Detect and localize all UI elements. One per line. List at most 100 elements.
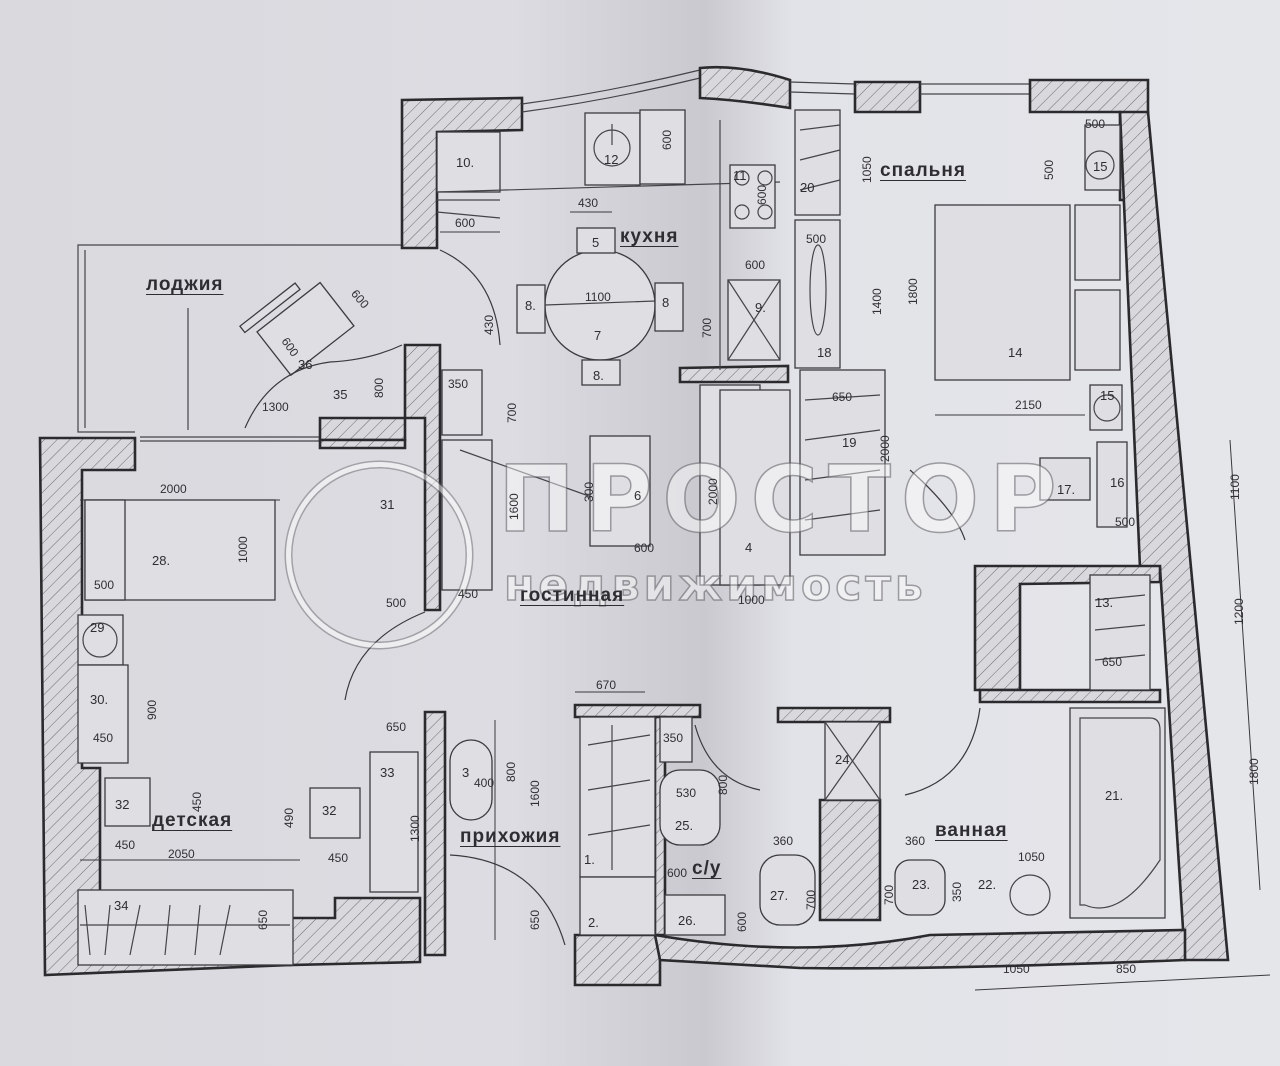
dimension-label: 1200 — [1232, 598, 1246, 625]
dimension-label: 600 — [755, 184, 769, 205]
item-number: 28. — [152, 553, 171, 568]
dimension-label: 1400 — [870, 288, 884, 315]
dimension-label: 2000 — [878, 435, 892, 462]
dimension-label: 1000 — [738, 593, 765, 607]
watermark-main-text: ПРОСТОР — [497, 445, 1067, 554]
loggia-furniture — [239, 281, 403, 429]
room-label-kids-room: детская — [152, 810, 233, 831]
dimension-label: 500 — [1115, 515, 1136, 529]
item-number: 35 — [333, 387, 348, 402]
item-number: 12 — [604, 152, 619, 167]
dimension-label: 650 — [1102, 655, 1123, 669]
dimension-label: 500 — [386, 596, 407, 610]
dimension-label: 650 — [256, 909, 270, 930]
item-number: 36 — [298, 357, 313, 372]
room-label-loggia: лоджия — [146, 274, 224, 295]
item-number: 15 — [1093, 159, 1108, 174]
dimension-label: 1050 — [860, 156, 874, 183]
item-number: 32 — [322, 803, 337, 818]
dimension-label: 1300 — [262, 400, 289, 414]
item-number: 21. — [1105, 788, 1124, 803]
dimension-label: 850 — [1116, 962, 1137, 976]
dimension-label: 500 — [806, 232, 827, 246]
wc-furniture — [659, 716, 816, 936]
dimension-label: 900 — [145, 699, 159, 720]
kitchen-door-swing — [439, 249, 501, 346]
dimension-label: 450 — [458, 587, 479, 601]
dimension-label: 490 — [282, 807, 296, 828]
dimension-label: 1600 — [507, 493, 521, 520]
loggia-outline — [77, 244, 405, 442]
item-number: 20 — [800, 180, 815, 195]
dimension-label: 400 — [474, 776, 495, 790]
dimension-label: 530 — [676, 786, 697, 800]
kids-room-furniture — [77, 499, 426, 966]
item-number: 11 — [733, 168, 747, 183]
dimension-label: 1000 — [236, 536, 250, 563]
item-number: 7 — [594, 328, 602, 343]
room-label-living-room: гостинная — [520, 585, 625, 606]
dimension-label: 300 — [582, 481, 596, 502]
dimension-label: 2000 — [160, 482, 187, 496]
dimension-label: 600 — [455, 216, 476, 230]
dimension-label: 350 — [950, 881, 964, 902]
interior-walls — [318, 343, 1187, 987]
item-number: 32 — [115, 797, 130, 812]
watermark-sub-text: недвижимость — [503, 559, 927, 612]
watermark-logo-icon — [286, 462, 472, 648]
kitchen-furniture — [436, 109, 781, 386]
item-number: 16 — [1110, 475, 1125, 490]
dimension-label: 2050 — [168, 847, 195, 861]
item-number: 4 — [745, 540, 753, 555]
item-number: 33 — [380, 765, 395, 780]
dimension-label: 360 — [773, 834, 794, 848]
hallway-furniture — [449, 716, 656, 946]
dimension-label: 1800 — [906, 278, 920, 305]
dimension-label: 1800 — [1247, 758, 1261, 785]
item-number: 25. — [675, 818, 694, 833]
item-number: 34 — [114, 898, 129, 913]
item-number: 6 — [634, 488, 642, 503]
dimension-label: 450 — [328, 851, 349, 865]
dimension-label: 650 — [386, 720, 407, 734]
item-number: 8. — [525, 298, 536, 313]
item-number: 8. — [593, 368, 604, 383]
dimension-label: 430 — [578, 196, 599, 210]
dimension-label: 600 — [660, 129, 674, 150]
dimension-label: 1050 — [1003, 962, 1030, 976]
dimension-lines — [80, 211, 1271, 991]
dimension-label: 700 — [700, 317, 714, 338]
dimension-label: 650 — [528, 909, 542, 930]
dimension-label: 1600 — [528, 780, 542, 807]
item-number: 26. — [678, 913, 697, 928]
item-number: 2. — [588, 915, 599, 930]
dimension-label: 1100 — [1228, 474, 1242, 500]
item-number: 5 — [592, 235, 600, 250]
dimension-label: 650 — [832, 390, 853, 404]
dimension-label: 350 — [448, 377, 469, 391]
dimension-label: 450 — [93, 731, 114, 745]
item-number: 17. — [1057, 482, 1076, 497]
item-number: 13. — [1095, 595, 1114, 610]
item-number: 15 — [1100, 388, 1115, 403]
item-number: 23. — [912, 877, 931, 892]
bathroom-furniture — [824, 707, 1166, 919]
dimension-label: 600 — [667, 866, 688, 880]
item-number: 30. — [90, 692, 109, 707]
dimension-label: 360 — [905, 834, 926, 848]
dimension-label: 450 — [190, 791, 204, 812]
room-label-kitchen: кухня — [620, 226, 679, 247]
dimension-label: 2000 — [706, 478, 720, 505]
item-number: 24 — [835, 752, 850, 767]
living-room-furniture — [441, 369, 791, 591]
dimension-label: 800 — [372, 377, 386, 398]
dimension-label: 600 — [735, 911, 749, 932]
dimension-label: 800 — [504, 761, 518, 782]
dimension-label: 450 — [115, 838, 136, 852]
dimension-label: 700 — [882, 884, 896, 905]
dimension-label: 700 — [505, 402, 519, 423]
room-label-bedroom: спальня — [880, 160, 966, 181]
item-number: 19 — [842, 435, 857, 450]
item-number: 14 — [1008, 345, 1023, 360]
item-number: 10. — [456, 155, 475, 170]
